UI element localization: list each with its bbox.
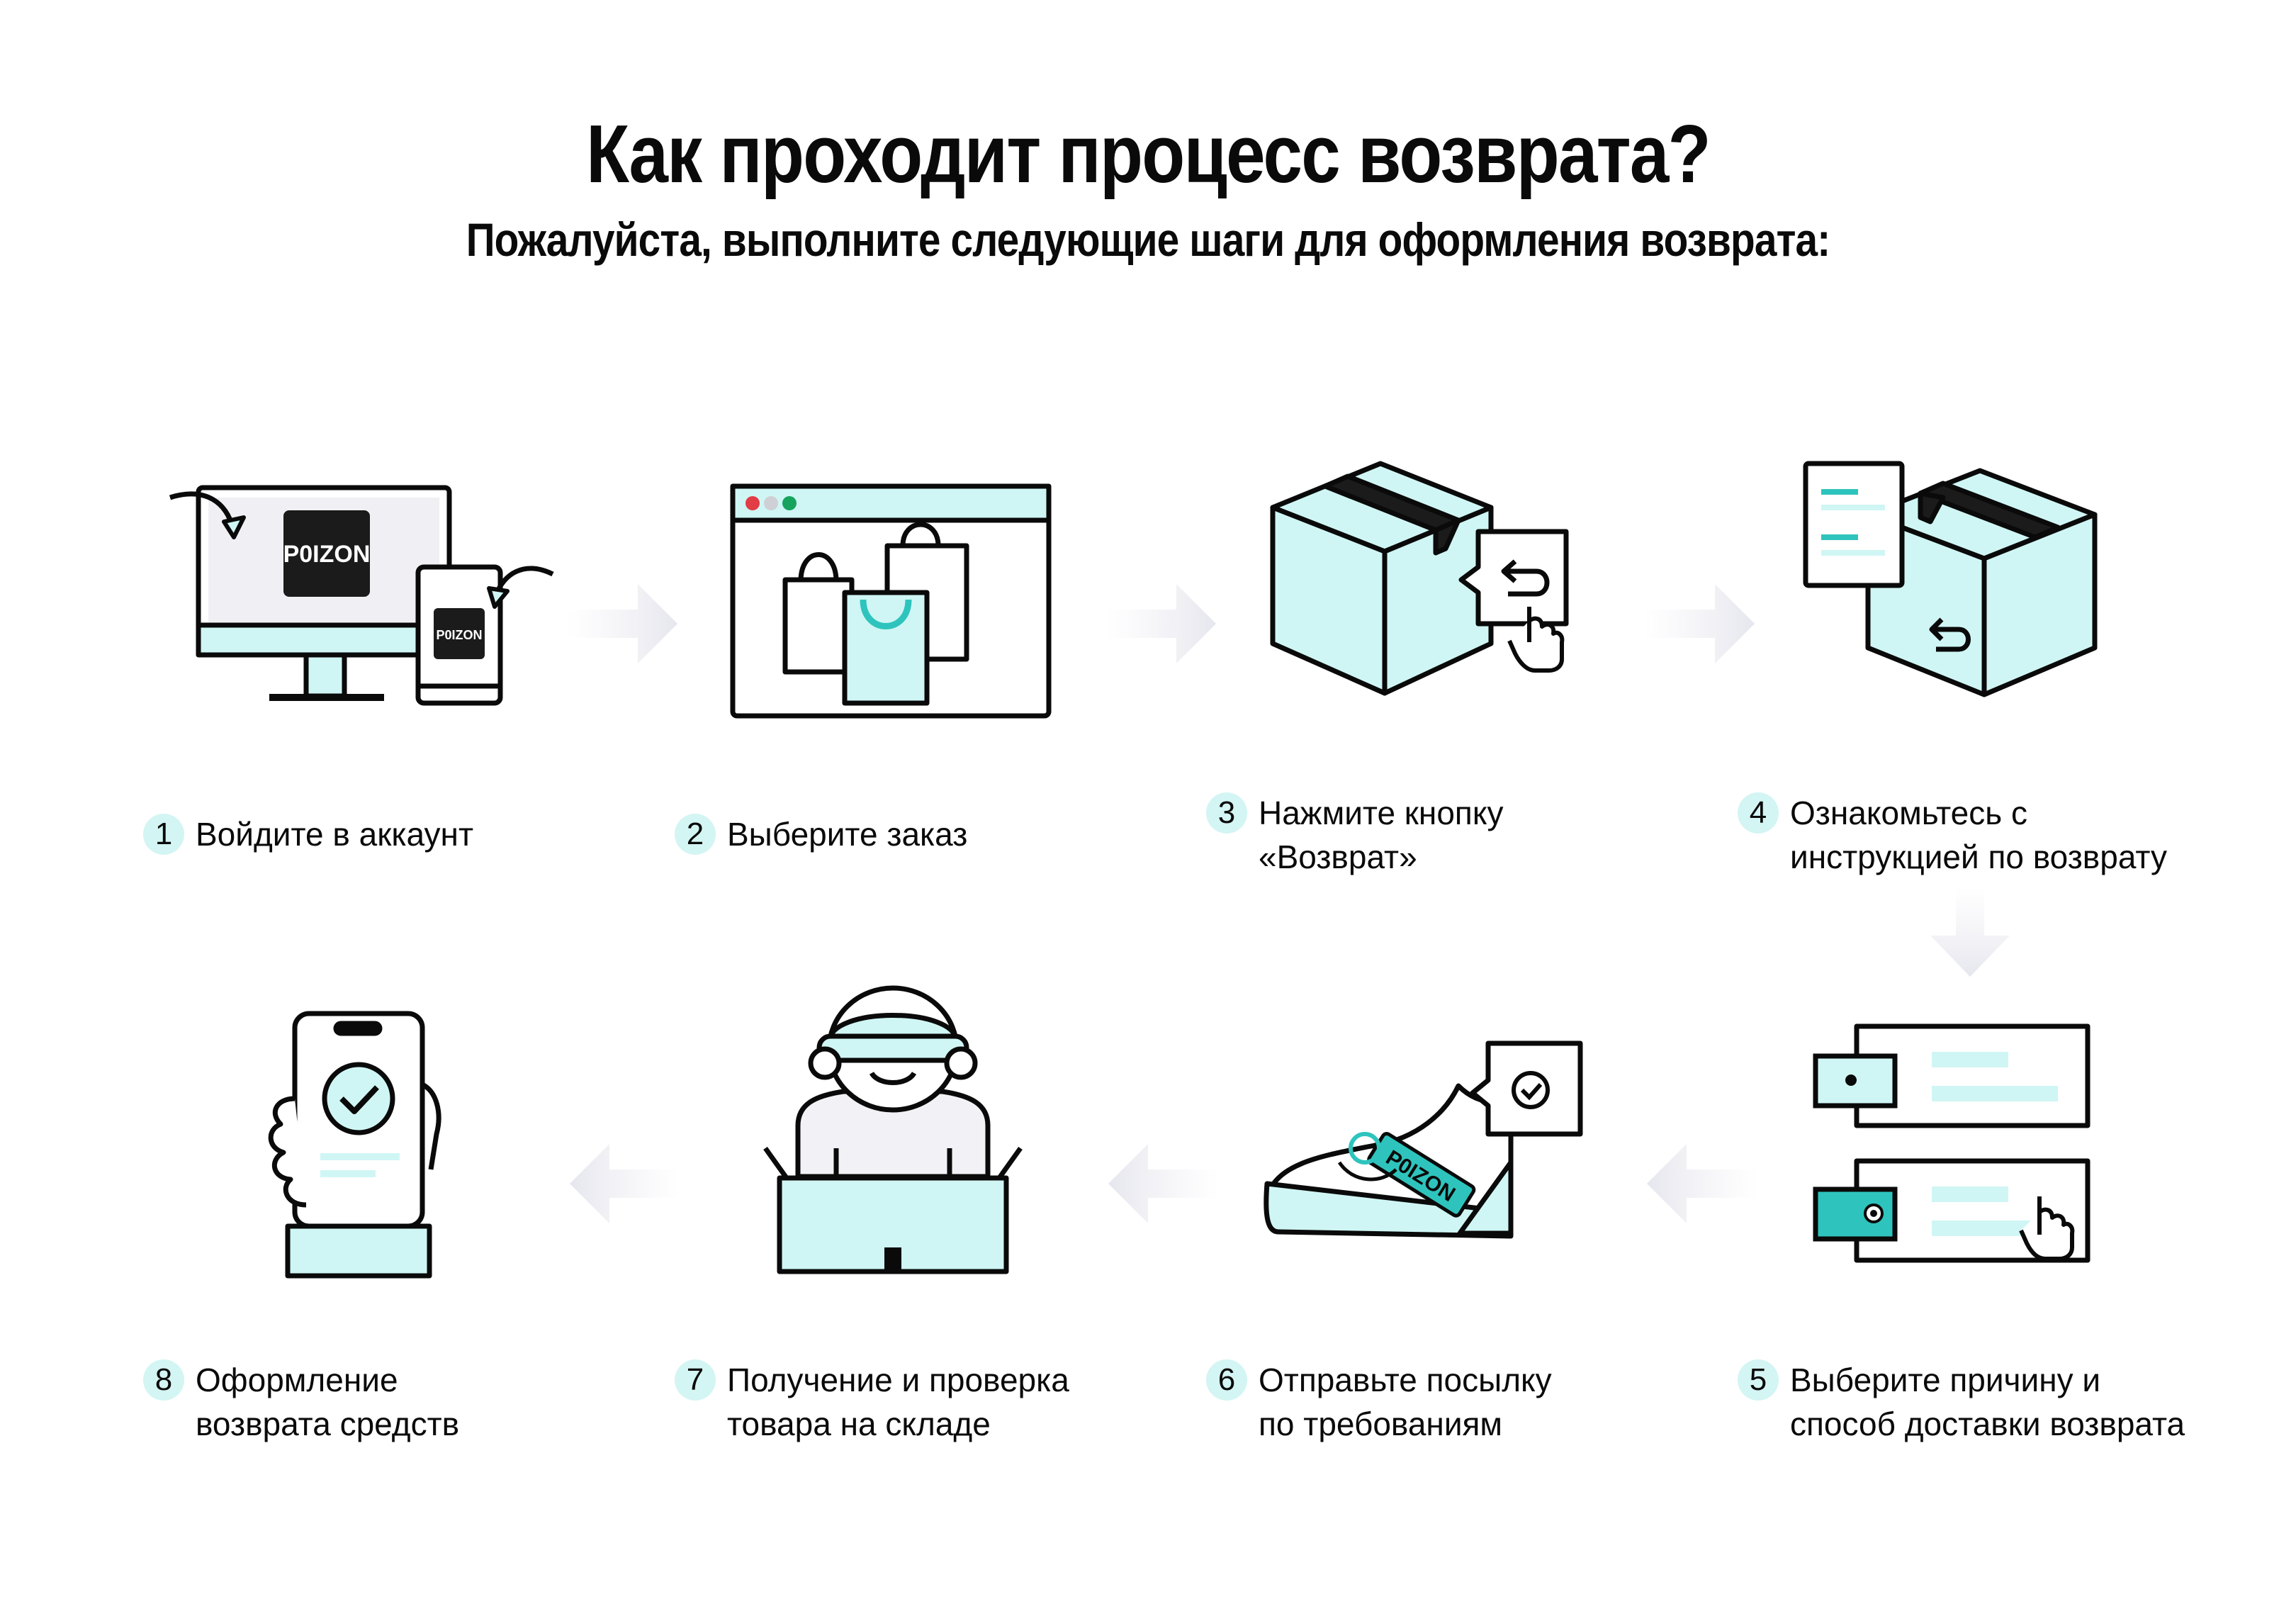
step-4: 4 Ознакомьтесь с инструкцией по возврату xyxy=(1738,791,2167,879)
step-label-line2: инструкцией по возврату xyxy=(1790,838,2167,875)
arrow-left-icon xyxy=(1105,1141,1219,1226)
step-label-line2: «Возврат» xyxy=(1259,838,1417,875)
arrow-right-icon xyxy=(1105,581,1219,666)
step-label-line1: Отправьте посылку xyxy=(1259,1362,1552,1398)
logo-text: P0IZON xyxy=(283,541,371,568)
step-2: 2 Выберите заказ xyxy=(675,812,967,856)
warehouse-worker-icon xyxy=(694,985,1091,1290)
step-label-line2: способ доставки возврата xyxy=(1790,1405,2185,1442)
step-label-line1: Оформление xyxy=(196,1362,398,1398)
arrow-down-icon xyxy=(1928,886,2013,978)
step-label-line2: по требованиям xyxy=(1259,1405,1503,1442)
step-1: 1 Войдите в аккаунт xyxy=(143,812,473,856)
step-number: 4 xyxy=(1738,792,1779,834)
step-6: 6 Отправьте посылку по требованиям xyxy=(1206,1358,1552,1446)
arrow-right-icon xyxy=(1644,581,1757,666)
box-return-button-icon xyxy=(1233,454,1630,751)
step-label-line1: Ознакомьтесь с xyxy=(1790,795,2027,831)
delivery-options-icon xyxy=(1772,1006,2168,1304)
page-title: Как проходит процесс возврата? xyxy=(586,108,1711,200)
step-label-line2: товара на складе xyxy=(727,1405,991,1442)
arrow-left-icon xyxy=(567,1141,680,1226)
step-7: 7 Получение и проверка товара на складе xyxy=(675,1358,1069,1446)
phone-check-icon xyxy=(156,992,553,1290)
step-number: 6 xyxy=(1206,1359,1247,1401)
step-label-line1: Войдите в аккаунт xyxy=(196,816,474,853)
step-number: 7 xyxy=(675,1359,716,1401)
browser-shopping-bags-icon xyxy=(694,454,1091,751)
step-number: 5 xyxy=(1738,1359,1779,1401)
arrow-right-icon xyxy=(567,581,680,666)
arrow-left-icon xyxy=(1644,1141,1757,1226)
step-number: 2 xyxy=(675,814,716,855)
document-box-icon xyxy=(1772,454,2168,751)
page-subtitle: Пожалуйста, выполните следующие шаги для… xyxy=(466,213,1830,266)
step-5: 5 Выберите причину и способ доставки возв… xyxy=(1738,1358,2185,1446)
monitor-phone-login-icon: P0IZON P0IZON xyxy=(156,454,554,751)
step-label-line1: Нажмите кнопку xyxy=(1259,795,1504,831)
step-3: 3 Нажмите кнопку «Возврат» xyxy=(1206,791,1503,879)
step-number: 1 xyxy=(143,814,184,855)
step-number: 3 xyxy=(1206,792,1247,834)
svg-text:P0IZON: P0IZON xyxy=(436,628,482,642)
step-label-line1: Выберите заказ xyxy=(727,816,968,853)
step-number: 8 xyxy=(143,1359,184,1401)
step-label-line1: Выберите причину и xyxy=(1790,1362,2101,1398)
step-8: 8 Оформление возврата средств xyxy=(143,1358,459,1446)
step-label-line1: Получение и проверка xyxy=(727,1362,1069,1398)
sneaker-tag-icon: P0IZON xyxy=(1233,1006,1630,1304)
step-label-line2: возврата средств xyxy=(196,1405,460,1442)
